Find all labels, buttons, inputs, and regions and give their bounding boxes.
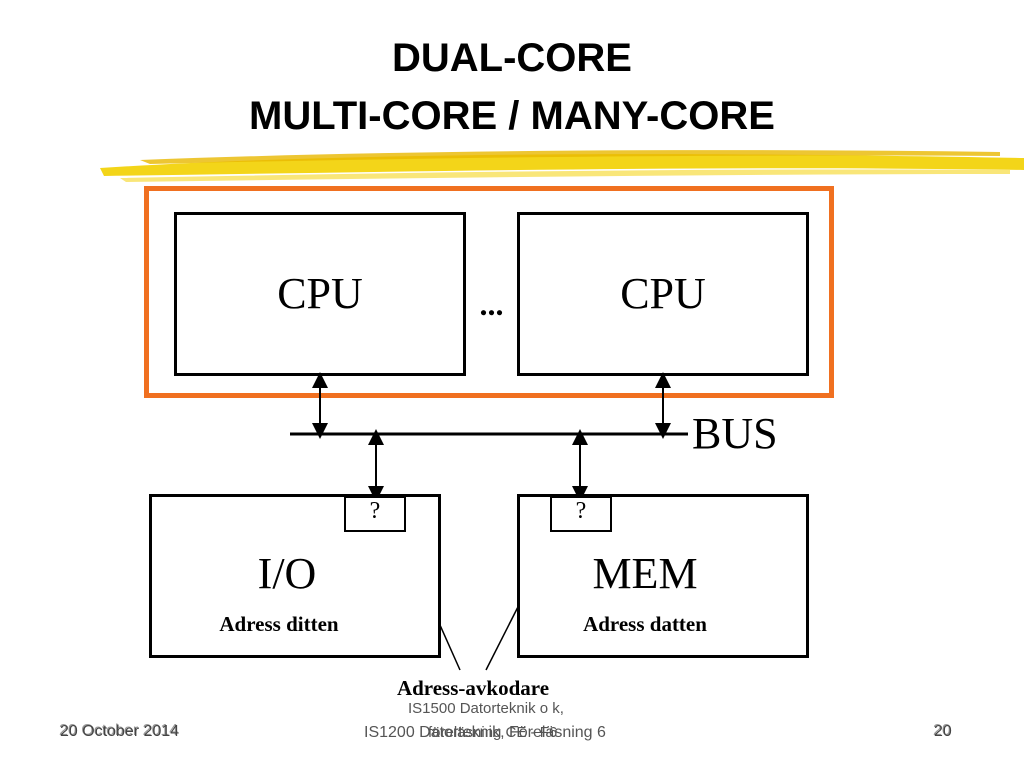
- mem-decoder-label: ?: [575, 498, 587, 524]
- io-decoder-box: [344, 496, 406, 532]
- footer-page-number: 20: [934, 723, 952, 740]
- footer-date-shadow: 20 October 2014: [59, 722, 179, 739]
- multicore-highlight-frame: [144, 186, 834, 398]
- io-label: I/O: [257, 549, 317, 598]
- mem-label: MEM: [592, 549, 698, 598]
- address-decoder-label: Adress-avkodare: [396, 676, 550, 700]
- io-caption: Adress ditten: [219, 612, 339, 636]
- footer-course-old: IS1200 Datorteknik, Föreläsning 6: [364, 724, 606, 741]
- cpu-ellipsis: ...: [479, 286, 504, 322]
- mem-caption: Adress datten: [583, 612, 707, 636]
- mem-decoder-box: [550, 496, 612, 532]
- slide-title-line1: DUAL-CORE: [392, 36, 632, 80]
- footer-page-shadow: 20: [933, 722, 951, 739]
- bus-label: BUS: [692, 409, 778, 458]
- footer-date: 20 October 2014: [60, 723, 180, 740]
- footer-course-line1: IS1500 Datorteknik o k,: [408, 700, 564, 717]
- slide-title-line2: MULTI-CORE / MANY-CORE: [249, 94, 775, 138]
- footer-course-line2: föreläsning CE - F6: [428, 724, 558, 741]
- cpu-label-right: CPU: [620, 269, 706, 318]
- io-decoder-label: ?: [369, 498, 381, 524]
- cpu-label-left: CPU: [277, 269, 363, 318]
